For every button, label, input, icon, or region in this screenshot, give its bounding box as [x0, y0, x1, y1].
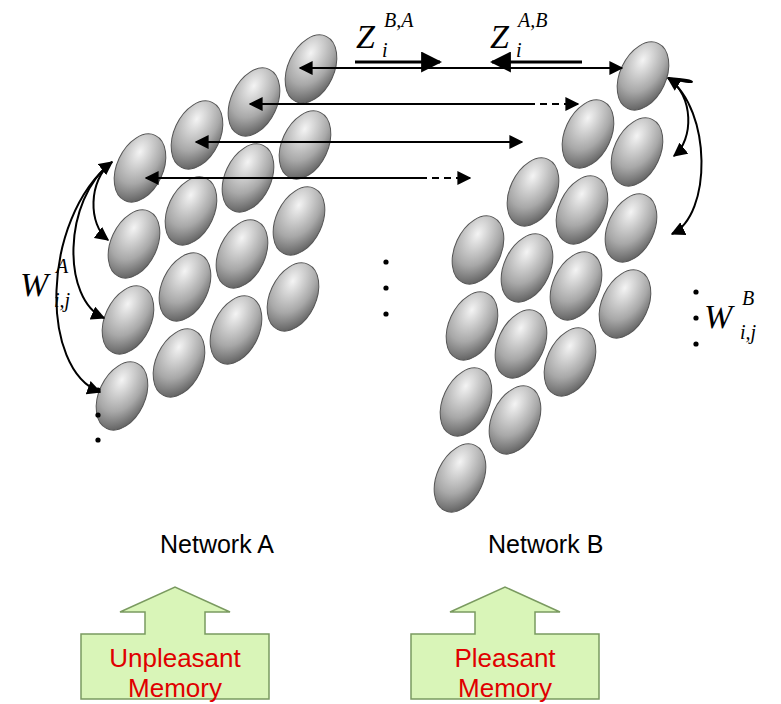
symbol-label: B: [742, 288, 754, 308]
neuron: [200, 288, 272, 373]
neuron: [218, 60, 290, 145]
neuron: [497, 150, 569, 235]
coupling-arrow: [196, 141, 522, 143]
symbol-label: B,A: [384, 10, 413, 30]
neuron: [442, 208, 514, 293]
ellipsis-dot: [383, 285, 388, 290]
coupling-arrow: [146, 177, 420, 179]
ellipsis-dot: [693, 341, 698, 346]
ellipsis-dot: [693, 289, 698, 294]
neuron: [436, 284, 508, 369]
coupling-arrow-dashed: [528, 103, 578, 105]
symbol-label: W: [704, 300, 732, 334]
symbol-label: Z: [490, 20, 509, 54]
symbol-label: Z: [356, 20, 375, 54]
memory-input-arrow: Pleasant Memory: [410, 586, 600, 700]
neuron: [430, 360, 502, 445]
coupling-arrow: [300, 67, 622, 69]
symbol-label: A: [56, 256, 68, 276]
recurrent-arc: [56, 162, 112, 392]
memory-text: Pleasant Memory: [410, 638, 600, 704]
symbol-label: i,j: [740, 322, 756, 342]
symbol-label: i,j: [54, 290, 70, 310]
network-label: Network B: [488, 532, 603, 557]
recurrent-arc: [668, 78, 702, 234]
symbol-label: W: [20, 268, 48, 302]
direction-arrow: [355, 61, 440, 64]
coupling-arrow: [250, 103, 528, 105]
neuron: [143, 321, 215, 406]
memory-text: Unpleasant Memory: [80, 638, 270, 704]
symbol-label: A,B: [518, 10, 547, 30]
neuron: [552, 92, 624, 177]
recurrent-arc: [93, 162, 112, 240]
ellipsis-dot: [95, 437, 100, 442]
recurrent-arc: [668, 78, 688, 156]
neuron: [92, 278, 164, 363]
coupling-arrow-dashed: [420, 177, 470, 179]
neuron: [424, 436, 496, 521]
neuron: [257, 255, 329, 340]
direction-arrow: [492, 61, 582, 64]
neuron: [149, 245, 221, 330]
ellipsis-dot: [95, 387, 100, 392]
ellipsis-dot: [95, 412, 100, 417]
neuron: [607, 34, 679, 119]
neuron: [104, 126, 176, 211]
ellipsis-dot: [383, 259, 388, 264]
network-label: Network A: [160, 532, 274, 557]
ellipsis-dot: [693, 315, 698, 320]
neuron: [155, 169, 227, 254]
recurrent-arc: [668, 78, 692, 82]
neuron: [86, 354, 158, 439]
memory-input-arrow: Unpleasant Memory: [80, 586, 270, 700]
neuron: [206, 212, 278, 297]
neuron: [98, 202, 170, 287]
symbol-label: i: [382, 40, 388, 60]
ellipsis-dot: [383, 311, 388, 316]
recurrent-arc: [73, 162, 112, 318]
neuron: [263, 179, 335, 264]
symbol-label: i: [516, 40, 522, 60]
neuron: [161, 93, 233, 178]
neuron: [269, 103, 341, 188]
